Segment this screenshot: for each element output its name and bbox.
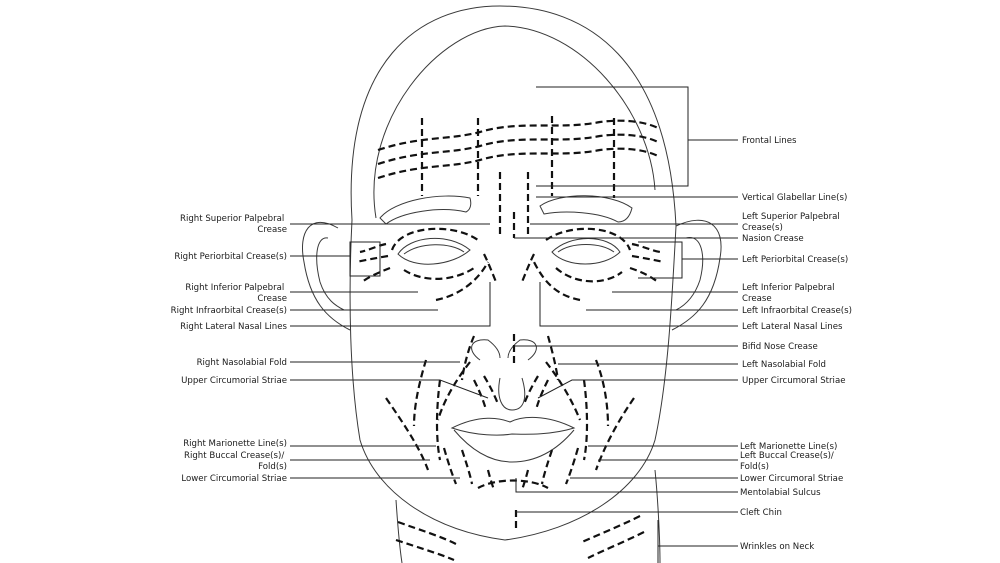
label-mentolabial-sulcus: Mentolabial Sulcus: [740, 488, 821, 498]
neck-wrinkles-dashed: [395, 515, 645, 562]
label-left-inferior-palpebral-crease: Left Inferior Palpebral Crease: [742, 283, 837, 304]
eyebrows: [379, 195, 633, 225]
label-cleft-chin: Cleft Chin: [740, 508, 782, 518]
label-wrinkles-on-neck: Wrinkles on Neck: [740, 542, 814, 552]
marionette-lines-dashed: [435, 379, 589, 485]
label-right-periorbital-creases: Right Periorbital Crease(s): [174, 252, 287, 262]
label-left-buccal-creases: Left Buccal Crease(s)/ Fold(s): [740, 451, 837, 472]
label-lower-circumoral-striae-right: Lower Circumoral Striae: [740, 474, 843, 484]
label-right-inferior-palpebral-crease: Right Inferior Palpebral Crease: [185, 283, 287, 304]
label-left-infraorbital-creases: Left Infraorbital Crease(s): [742, 306, 852, 316]
nasolabial-lines-dashed: [412, 359, 610, 427]
label-right-lateral-nasal-lines: Right Lateral Nasal Lines: [180, 322, 287, 332]
label-left-lateral-nasal-lines: Left Lateral Nasal Lines: [742, 322, 843, 332]
label-left-superior-palpebral-crease: Left Superior Palpebral Crease(s): [742, 212, 843, 233]
eyes: [397, 237, 621, 265]
label-right-marionette-lines: Right Marionette Line(s): [183, 439, 287, 449]
label-nasion-crease: Nasion Crease: [742, 234, 804, 244]
nasal-lines-dashed: [460, 334, 560, 381]
face-outline: [302, 5, 722, 563]
frontal-lines-dashed: [377, 116, 659, 198]
label-right-infraorbital-creases: Right Infraorbital Crease(s): [171, 306, 287, 316]
periorbital-lines-dashed: [355, 242, 665, 283]
label-left-marionette-lines: Left Marionette Line(s): [740, 442, 837, 452]
leader-lines: [290, 86, 738, 563]
left-labels: Right Superior Palpebral Crease Right Pe…: [171, 214, 288, 484]
label-vertical-glabellar-lines: Vertical Glabellar Line(s): [742, 193, 847, 203]
label-upper-circumoral-striae-right: Upper Circumoral Striae: [742, 376, 846, 386]
label-right-nasolabial-fold: Right Nasolabial Fold: [197, 358, 287, 368]
label-left-nasolabial-fold: Left Nasolabial Fold: [742, 360, 826, 370]
palpebral-lines-dashed: [390, 227, 632, 283]
label-left-periorbital-creases: Left Periorbital Crease(s): [742, 255, 848, 265]
glabellar-lines-dashed: [498, 172, 530, 238]
right-labels: Frontal Lines Vertical Glabellar Line(s)…: [740, 136, 852, 552]
label-right-superior-palpebral-crease: Right Superior Palpebral Crease: [180, 214, 287, 235]
mentolabial-line-dashed: [477, 479, 549, 489]
label-upper-circumorial-striae-left: Upper Circumorial Striae: [181, 376, 287, 386]
label-right-buccal-creases: Right Buccal Crease(s)/ Fold(s): [184, 451, 287, 472]
label-bifid-nose-crease: Bifid Nose Crease: [742, 342, 818, 352]
label-lower-circumorial-striae-left: Lower Circumorial Striae: [181, 474, 287, 484]
nose-and-mouth: [450, 339, 576, 463]
buccal-lines-dashed: [385, 397, 635, 471]
infraorbital-lines-dashed: [435, 253, 581, 302]
label-frontal-lines: Frontal Lines: [742, 136, 797, 146]
